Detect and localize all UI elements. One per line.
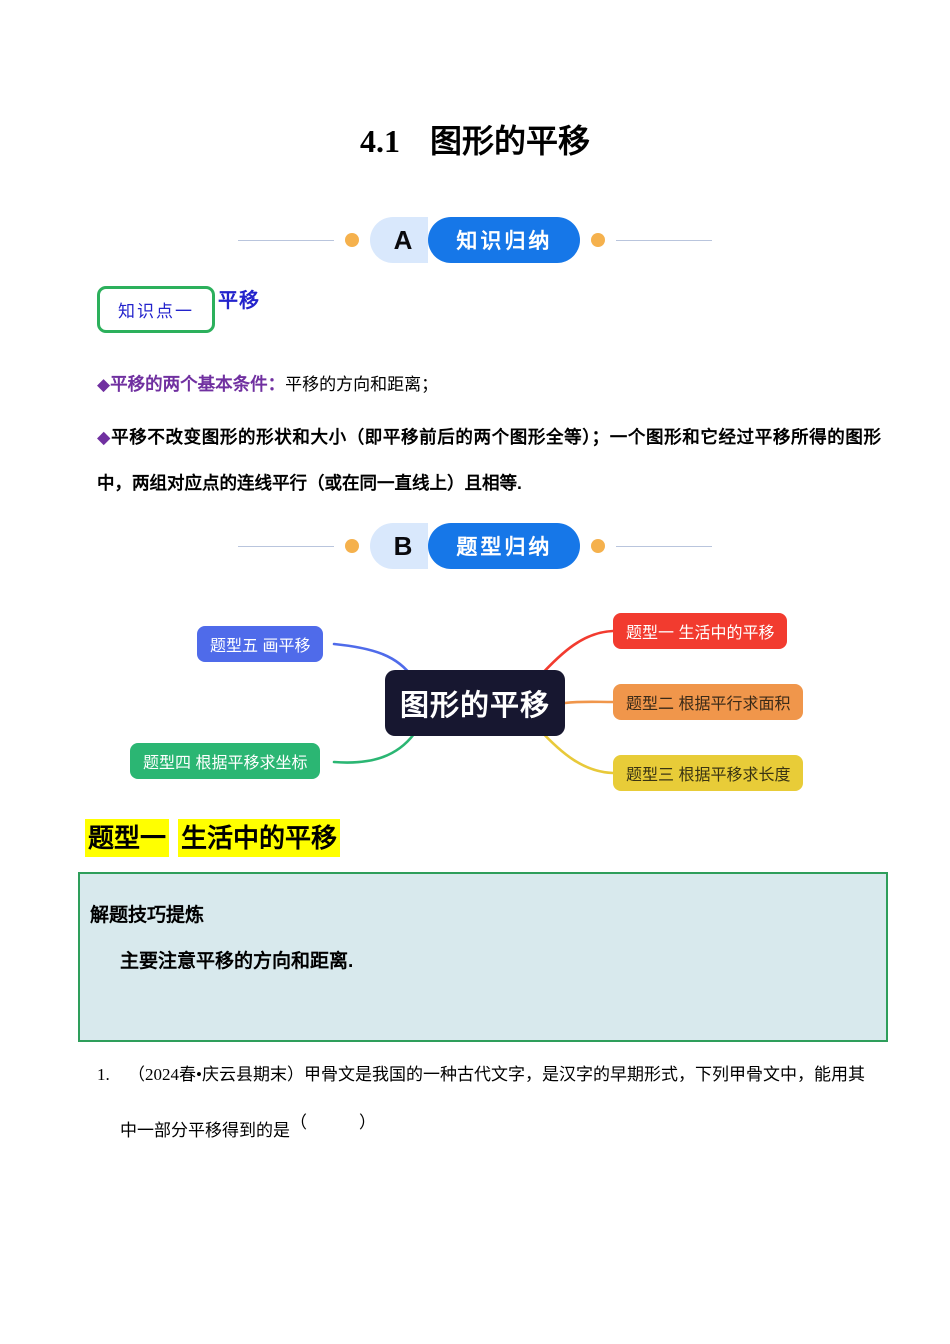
question-1-number: 1. bbox=[97, 1065, 110, 1084]
tips-title: 解题技巧提炼 bbox=[90, 905, 205, 926]
left-divider-line bbox=[237, 545, 334, 547]
right-divider-line bbox=[616, 239, 713, 241]
section-a-badge: A 知识归纳 bbox=[369, 217, 581, 263]
knowledge-bullet-2: ◆平移不改变图形的形状和大小（即平移前后的两个图形全等）；一个图形和它经过平移所… bbox=[97, 414, 881, 506]
question-1-text: （2024春•庆云县期末）甲骨文是我国的一种古代文字，是汉字的早期形式，下列甲骨… bbox=[128, 1065, 865, 1084]
section-a-header: A 知识归纳 bbox=[0, 214, 950, 266]
connector-red bbox=[537, 629, 615, 679]
mindmap-node-type1: 题型一 生活中的平移 bbox=[613, 613, 788, 649]
knowledge-point-badge: 知识点一 bbox=[97, 286, 215, 333]
right-divider-line bbox=[616, 545, 713, 547]
mindmap-node-type4: 题型四 根据平移求坐标 bbox=[130, 743, 321, 779]
right-dot-icon bbox=[591, 233, 606, 247]
mindmap-node-type3: 题型三 根据平移求长度 bbox=[613, 755, 804, 791]
section-b-label: 题型归纳 bbox=[428, 523, 581, 569]
topic1-heading-text: 生活中的平移 bbox=[178, 819, 341, 857]
section-b-letter: B bbox=[369, 523, 429, 569]
page-title-number: 4.1 bbox=[359, 123, 400, 159]
left-divider-line bbox=[237, 239, 334, 241]
connector-green bbox=[332, 732, 416, 764]
question-1-line1: 1. （2024春•庆云县期末）甲骨文是我国的一种古代文字，是汉字的早期形式，下列… bbox=[97, 1060, 897, 1085]
section-a-letter: A bbox=[369, 217, 429, 263]
tips-body: 主要注意平移的方向和距离. bbox=[120, 951, 354, 972]
topic1-heading-number: 题型一 bbox=[85, 819, 170, 857]
mindmap-node-type2: 题型二 根据平行求面积 bbox=[613, 684, 804, 720]
bullet-1-body: 平移的方向和距离； bbox=[285, 375, 439, 394]
section-b-header: B 题型归纳 bbox=[0, 520, 950, 572]
mindmap: 图形的平移 题型五 画平移 题型四 根据平移求坐标 题型一 生活中的平移 题型二… bbox=[0, 598, 950, 805]
left-dot-icon bbox=[344, 539, 359, 553]
knowledge-point-title: 平移 bbox=[218, 290, 260, 312]
tips-box: 解题技巧提炼 主要注意平移的方向和距离. bbox=[78, 872, 888, 1042]
left-dot-icon bbox=[344, 233, 359, 247]
diamond-bullet-icon: ◆ bbox=[97, 375, 111, 394]
page-title-text: 图形的平移 bbox=[429, 123, 590, 159]
mindmap-center-node: 图形的平移 bbox=[385, 670, 565, 736]
connector-orange bbox=[563, 700, 615, 705]
mindmap-node-type5: 题型五 画平移 bbox=[197, 626, 324, 662]
answer-blank-parentheses: （ ） bbox=[290, 1113, 382, 1132]
knowledge-bullet-1: ◆平移的两个基本条件：平移的方向和距离； bbox=[97, 370, 887, 396]
bullet-2-body: 平移不改变图形的形状和大小（即平移前后的两个图形全等）；一个图形和它经过平移所得… bbox=[97, 427, 881, 493]
right-dot-icon bbox=[591, 539, 606, 553]
page-title: 4.1 图形的平移 bbox=[0, 116, 950, 162]
diamond-bullet-icon: ◆ bbox=[97, 427, 112, 447]
question-1-line2: 中一部分平移得到的是（ ） bbox=[120, 1113, 382, 1141]
topic1-heading: 题型一生活中的平移 bbox=[85, 818, 341, 857]
bullet-1-head: 平移的两个基本条件： bbox=[110, 374, 286, 394]
section-b-badge: B 题型归纳 bbox=[369, 523, 581, 569]
section-a-label: 知识归纳 bbox=[428, 217, 581, 263]
connector-yellow bbox=[537, 727, 615, 775]
question-1-text-cont: 中一部分平移得到的是 bbox=[120, 1121, 290, 1140]
